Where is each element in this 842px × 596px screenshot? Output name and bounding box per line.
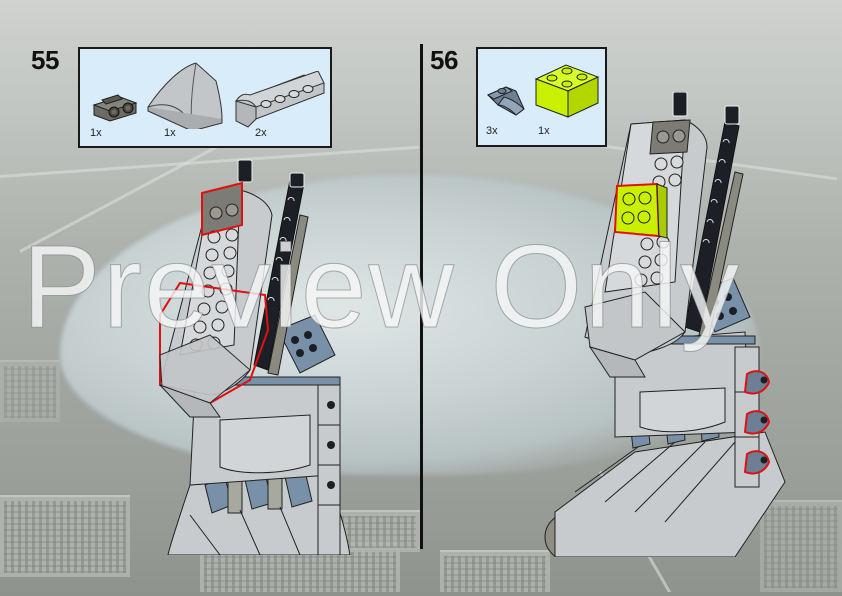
parts-callout: 1x 1x 2x [78,47,332,148]
part-quantity: 1x [538,125,550,137]
building [0,495,130,577]
wedge-part-icon [147,62,223,129]
bracket-part-icon [92,94,138,122]
lime-brick-part-icon [534,64,600,118]
step-number: 55 [31,45,59,75]
building [760,500,842,592]
building [0,360,60,422]
part-quantity: 2x [255,127,267,139]
building [440,550,550,596]
page-bottom-edge [0,592,842,596]
step-55-model-render [159,159,351,555]
highlight-outline [201,181,243,237]
part-quantity: 1x [90,127,102,139]
part-quantity: 1x [164,127,176,139]
part-quantity: 3x [486,125,498,137]
step-divider [420,44,423,549]
parts-callout: 3x 1x [476,47,607,147]
highlight-outline [159,281,270,405]
curved-slope-part-icon [234,71,325,128]
preview-watermark: Preview Only [22,221,742,353]
step-number: 56 [430,45,458,75]
tooth-plate-part-icon [486,86,525,116]
step-56-model-render [544,92,786,557]
